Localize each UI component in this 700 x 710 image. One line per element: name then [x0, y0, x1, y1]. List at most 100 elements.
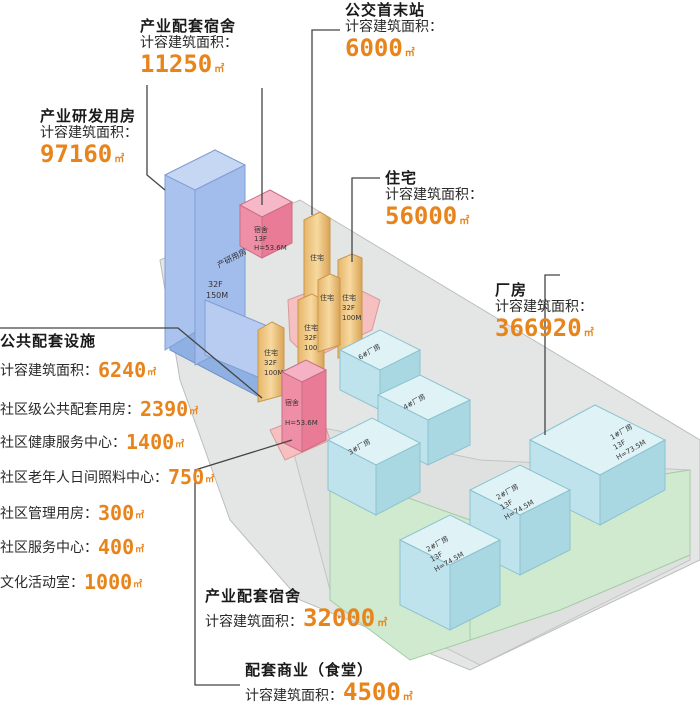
- leader-commerce: [194, 600, 240, 686]
- public-row-6-unit: ㎡: [133, 580, 143, 590]
- dorm-pink-label-1: 宿舍: [285, 398, 299, 407]
- res-3-label-2: 32F: [304, 334, 317, 342]
- dorm-small-label-1: 宿舍: [254, 225, 268, 234]
- res-3-label-3: 100M: [304, 344, 323, 352]
- label-rd-sub: 计容建筑面积：: [40, 125, 138, 142]
- public-row-4-unit: ㎡: [135, 511, 145, 521]
- label-dorm-top-sub: 计容建筑面积：: [140, 35, 238, 52]
- leader-public: [0, 327, 263, 399]
- res-2-label-1: 住宅: [342, 293, 356, 302]
- public-row-5-value: 400: [98, 535, 135, 559]
- res-4-label-2: 32F: [264, 359, 277, 367]
- factory-3: 3#厂房: [326, 417, 422, 516]
- public-row-1-unit: ㎡: [189, 407, 199, 417]
- label-dorm-bottom-title: 产业配套宿舍: [205, 587, 302, 605]
- public-row-3-unit: ㎡: [205, 475, 215, 485]
- label-commerce-unit: ㎡: [402, 692, 413, 704]
- label-dorm-top-value: 11250: [140, 50, 213, 79]
- label-commerce-value: 4500: [343, 678, 401, 707]
- public-row-6-label: 文化活动室：: [0, 575, 84, 591]
- public-row-4-label: 社区管理用房：: [0, 506, 98, 522]
- label-rd-title: 产业研发用房: [40, 107, 137, 125]
- dorm-small: 宿舍 13F H=53.6M: [238, 189, 294, 259]
- residential-tower-5: 住宅: [317, 273, 341, 353]
- label-bus-sub: 计容建筑面积：: [345, 19, 443, 36]
- public-title: 公共配套设施: [0, 332, 97, 350]
- leader-housing: [351, 177, 380, 262]
- public-row-5-label: 社区服务中心：: [0, 540, 98, 556]
- public-row-1: 社区级公共配套用房：2390㎡: [0, 399, 198, 419]
- res-5-label-1: 住宅: [320, 293, 334, 302]
- res-2-label-2: 32F: [342, 304, 355, 312]
- label-dorm-bottom-value: 32000: [303, 604, 376, 633]
- factory-1: 1#厂房 13F H=73.5M: [528, 404, 667, 526]
- label-bus-value: 6000: [345, 34, 403, 63]
- public-row-0-value: 6240: [98, 358, 147, 382]
- rd-tower: 产研用房 32F 150M: [163, 149, 266, 401]
- residential-tower-4: 住宅 32F 100M: [257, 321, 285, 403]
- label-factory-title: 厂房: [495, 281, 528, 299]
- public-row-6-value: 1000: [84, 570, 133, 594]
- leader-rd: [146, 85, 166, 191]
- public-row-0: 计容建筑面积：6240㎡: [0, 360, 156, 380]
- public-row-6: 文化活动室：1000㎡: [0, 572, 142, 592]
- dorm-small-label-2: 13F: [254, 235, 267, 243]
- public-row-2-label: 社区健康服务中心：: [0, 435, 126, 451]
- label-factory-sub: 计容建筑面积：: [495, 299, 593, 316]
- label-factory-unit: ㎡: [583, 328, 594, 340]
- label-dorm-top-title: 产业配套宿舍: [140, 17, 237, 35]
- label-bus-title: 公交首末站: [345, 1, 426, 19]
- label-rd-unit: ㎡: [114, 154, 125, 166]
- label-bus-unit: ㎡: [404, 48, 415, 60]
- label-dorm-bottom-sub: 计容建筑面积：: [205, 614, 303, 631]
- label-commerce-sub: 计容建筑面积：: [245, 688, 343, 705]
- public-row-1-label: 社区级公共配套用房：: [0, 402, 140, 418]
- public-row-4: 社区管理用房：300㎡: [0, 503, 144, 523]
- dorm-pink-label-3: H=53.6M: [285, 419, 318, 427]
- rd-tower-label-3: 150M: [206, 291, 228, 300]
- res-4-label-3: 100M: [264, 369, 283, 377]
- public-row-4-value: 300: [98, 501, 135, 525]
- label-dorm-top-unit: ㎡: [214, 64, 225, 76]
- public-row-5: 社区服务中心：400㎡: [0, 537, 144, 557]
- label-housing-sub: 计容建筑面积：: [385, 187, 483, 204]
- public-row-2: 社区健康服务中心：1400㎡: [0, 432, 184, 452]
- public-row-5-unit: ㎡: [135, 545, 145, 555]
- leader-dorm-bottom: [194, 439, 293, 600]
- public-row-2-unit: ㎡: [175, 440, 185, 450]
- leader-bus: [311, 29, 340, 215]
- label-housing-value: 56000: [385, 202, 458, 231]
- dorm-pink-tower: 宿舍 H=53.6M: [280, 359, 328, 453]
- public-row-3: 社区老年人日间照料中心：750㎡: [0, 467, 214, 487]
- public-row-2-value: 1400: [126, 430, 175, 454]
- public-row-3-label: 社区老年人日间照料中心：: [0, 470, 168, 486]
- public-row-0-unit: ㎡: [147, 368, 157, 378]
- leader-lines: [0, 29, 560, 686]
- label-rd-value: 97160: [40, 140, 113, 169]
- leader-factory: [544, 274, 560, 435]
- res-2-label-3: 100M: [342, 314, 361, 322]
- label-housing-unit: ㎡: [459, 216, 470, 228]
- factory-5: 2#厂房 13F H=74.5M: [398, 514, 502, 631]
- rd-tower-label-2: 32F: [208, 280, 223, 289]
- label-housing-title: 住宅: [385, 169, 418, 187]
- res-1-label-1: 住宅: [310, 253, 324, 262]
- dorm-small-label-3: H=53.6M: [254, 244, 287, 252]
- res-3-label-1: 住宅: [304, 323, 318, 332]
- public-row-3-value: 750: [168, 465, 205, 489]
- label-commerce-title: 配套商业（食堂）: [245, 661, 374, 679]
- public-row-0-label: 计容建筑面积：: [0, 363, 98, 379]
- label-dorm-bottom-unit: ㎡: [377, 618, 388, 630]
- public-row-1-value: 2390: [140, 397, 189, 421]
- label-factory-value: 366920: [495, 314, 582, 343]
- res-4-label-1: 住宅: [264, 348, 278, 357]
- public-title-text: 公共配套设施: [0, 332, 97, 350]
